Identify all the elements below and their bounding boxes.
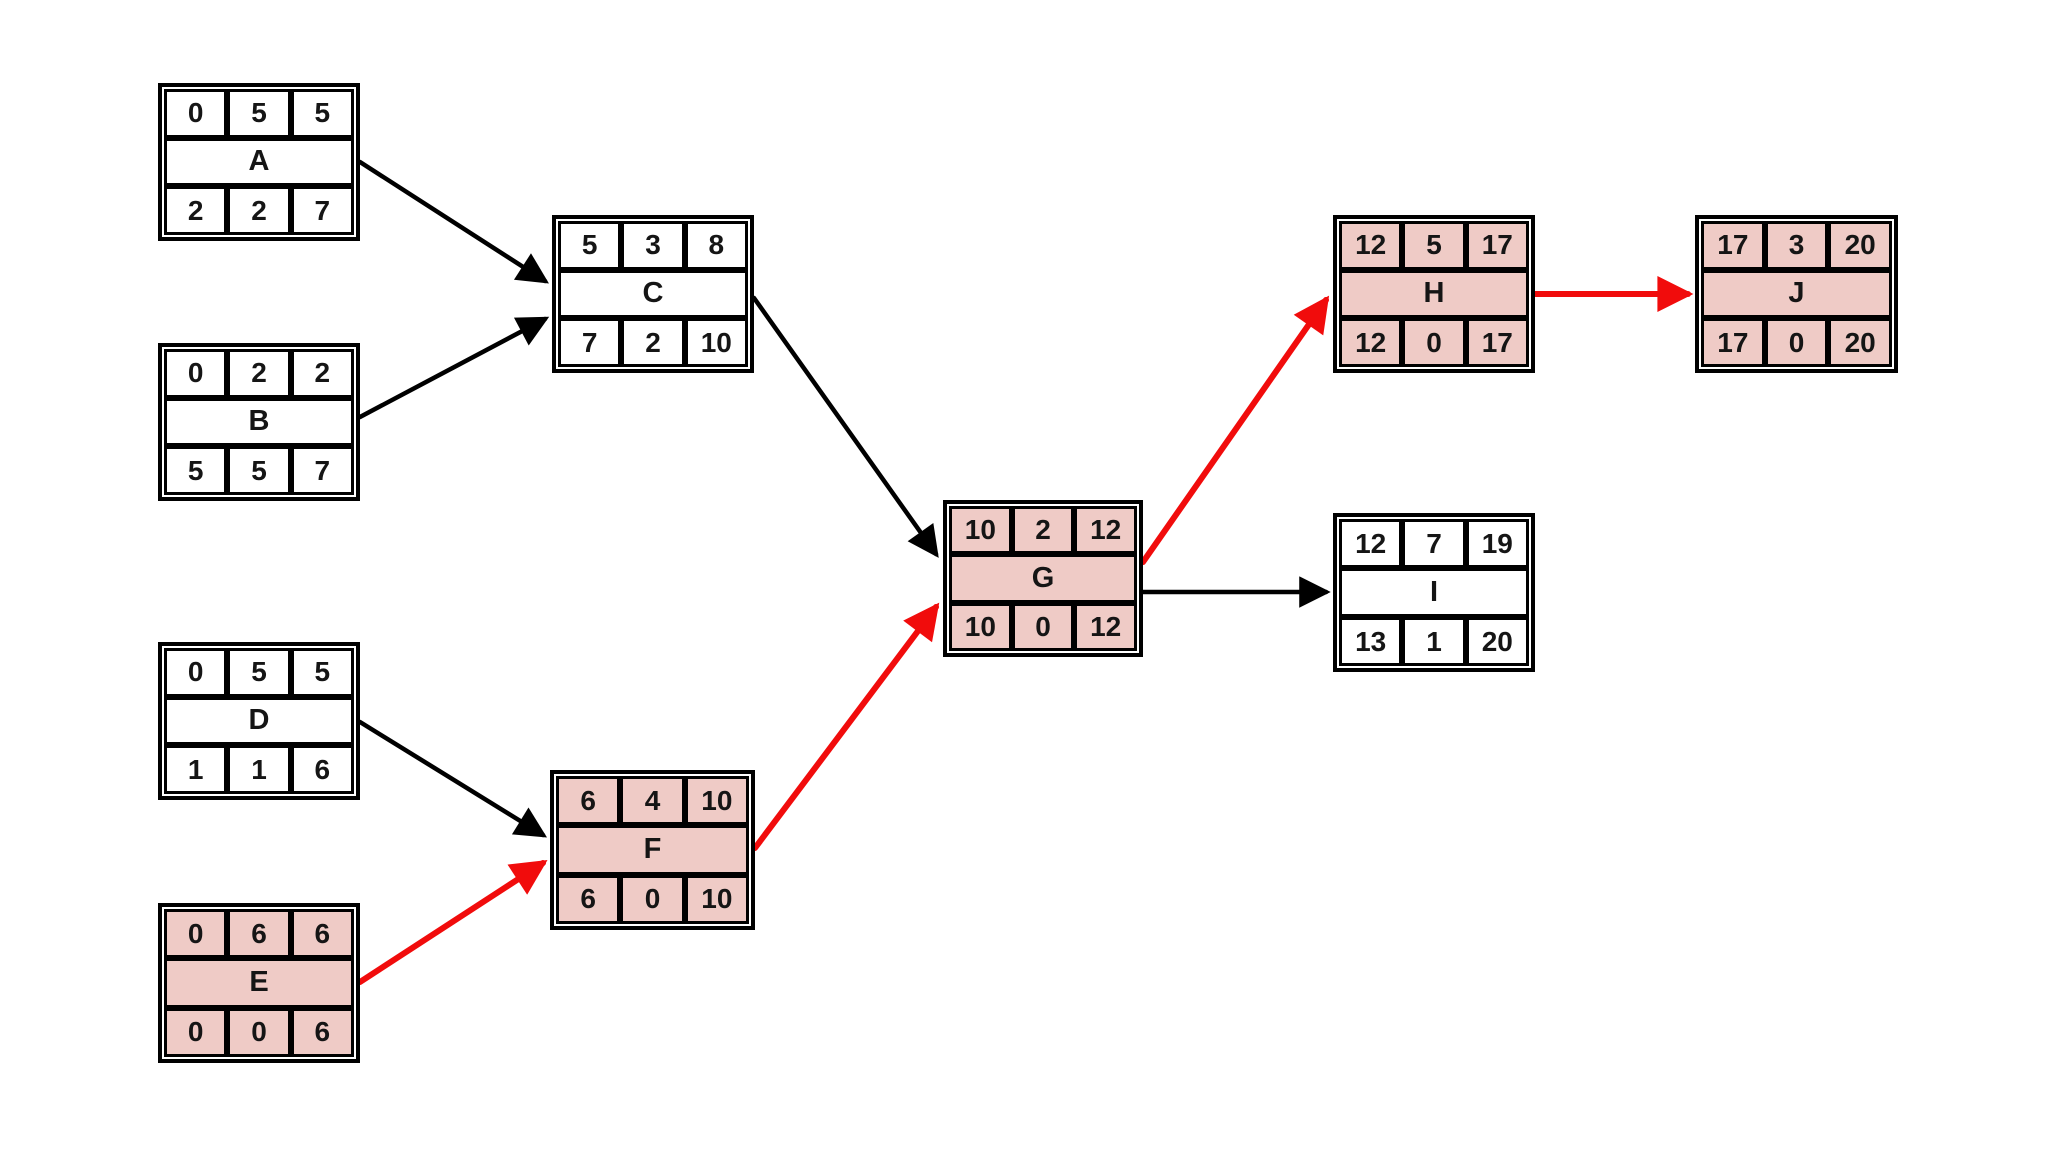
node-H-early-start-cell: 12 bbox=[1339, 221, 1403, 270]
edge-B-C-arrow bbox=[357, 316, 550, 420]
node-A-early-finish-cell: 5 bbox=[290, 89, 354, 138]
node-A-slack-cell: 2 bbox=[227, 186, 291, 235]
node-C-early-start-cell: 5 bbox=[558, 221, 622, 270]
node-E-late-start-cell: 0 bbox=[164, 1007, 228, 1057]
node-G-slack-cell: 0 bbox=[1011, 602, 1075, 651]
node-J-slack-cell: 0 bbox=[1764, 318, 1829, 367]
node-D-early-start-cell: 0 bbox=[164, 648, 228, 697]
node-D-duration-cell: 5 bbox=[227, 648, 291, 697]
node-J-early-start-cell: 17 bbox=[1701, 221, 1765, 270]
node-C-duration-cell: 3 bbox=[621, 221, 685, 270]
node-G-late-start-cell: 10 bbox=[949, 602, 1012, 651]
node-I-late-start-cell: 13 bbox=[1339, 617, 1403, 666]
node-E-duration-cell: 6 bbox=[227, 909, 291, 959]
node-H-activity-label: H bbox=[1339, 269, 1529, 319]
node-H-duration-cell: 5 bbox=[1402, 221, 1466, 270]
node-G-early-finish-cell: 12 bbox=[1074, 506, 1137, 555]
node-I-duration-cell: 7 bbox=[1402, 519, 1466, 568]
node-J-early-finish-cell: 20 bbox=[1828, 221, 1892, 270]
node-J-activity-label: J bbox=[1701, 269, 1892, 319]
node-H-late-start-cell: 12 bbox=[1339, 318, 1403, 367]
edge-C-G-arrow bbox=[751, 295, 939, 558]
node-C-early-finish-cell: 8 bbox=[684, 221, 748, 270]
node-F-early-start-cell: 6 bbox=[556, 776, 621, 826]
node-G-activity-label: G bbox=[949, 554, 1137, 603]
node-B-late-start-cell: 5 bbox=[164, 446, 228, 495]
edge-E-F-critical-arrow bbox=[357, 860, 548, 985]
node-G-late-finish-cell: 12 bbox=[1074, 602, 1137, 651]
node-I-activity-label: I bbox=[1339, 568, 1529, 617]
node-D-early-finish-cell: 5 bbox=[290, 648, 354, 697]
node-A-early-start-cell: 0 bbox=[164, 89, 228, 138]
node-C-slack-cell: 2 bbox=[621, 318, 685, 367]
node-D-late-finish-cell: 6 bbox=[290, 745, 354, 794]
node-A-activity-label: A bbox=[164, 137, 354, 187]
node-G-early-start-cell: 10 bbox=[949, 506, 1012, 555]
node-H-late-finish-cell: 17 bbox=[1465, 318, 1529, 367]
node-J-late-finish-cell: 20 bbox=[1828, 318, 1892, 367]
node-A-late-start-cell: 2 bbox=[164, 186, 228, 235]
node-A-late-finish-cell: 7 bbox=[290, 186, 354, 235]
node-F-activity-label: F bbox=[556, 825, 749, 875]
node-J-late-start-cell: 17 bbox=[1701, 318, 1765, 367]
node-D-late-start-cell: 1 bbox=[164, 745, 228, 794]
node-H-slack-cell: 0 bbox=[1402, 318, 1466, 367]
edge-G-H-critical-arrow bbox=[1140, 295, 1330, 565]
node-F-early-finish-cell: 10 bbox=[684, 776, 749, 826]
node-G-duration-cell: 2 bbox=[1011, 506, 1075, 555]
node-I-slack-cell: 1 bbox=[1402, 617, 1466, 666]
node-F-late-start-cell: 6 bbox=[556, 874, 621, 924]
edge-F-G-critical-arrow bbox=[752, 602, 940, 851]
edge-D-F-arrow bbox=[357, 719, 548, 838]
node-F-duration-cell: 4 bbox=[620, 776, 685, 826]
node-C-activity-label: C bbox=[558, 269, 748, 319]
node-H-early-finish-cell: 17 bbox=[1465, 221, 1529, 270]
node-A-duration-cell: 5 bbox=[227, 89, 291, 138]
node-C-late-finish-cell: 10 bbox=[684, 318, 748, 367]
node-F-slack-cell: 0 bbox=[620, 874, 685, 924]
node-D-slack-cell: 1 bbox=[227, 745, 291, 794]
node-B-early-finish-cell: 2 bbox=[290, 349, 354, 398]
node-E-late-finish-cell: 6 bbox=[290, 1007, 354, 1057]
node-C-late-start-cell: 7 bbox=[558, 318, 622, 367]
node-I-late-finish-cell: 20 bbox=[1465, 617, 1529, 666]
node-F-late-finish-cell: 10 bbox=[684, 874, 749, 924]
edge-A-C-arrow bbox=[357, 159, 549, 284]
node-B-early-start-cell: 0 bbox=[164, 349, 228, 398]
node-E-activity-label: E bbox=[164, 958, 354, 1008]
node-E-early-finish-cell: 6 bbox=[290, 909, 354, 959]
node-D-activity-label: D bbox=[164, 696, 354, 746]
node-I-early-start-cell: 12 bbox=[1339, 519, 1403, 568]
node-E-slack-cell: 0 bbox=[227, 1007, 291, 1057]
node-B-duration-cell: 2 bbox=[227, 349, 291, 398]
node-B-activity-label: B bbox=[164, 397, 354, 447]
node-B-late-finish-cell: 7 bbox=[290, 446, 354, 495]
node-B-slack-cell: 5 bbox=[227, 446, 291, 495]
node-E-early-start-cell: 0 bbox=[164, 909, 228, 959]
node-I-early-finish-cell: 19 bbox=[1465, 519, 1529, 568]
node-J-duration-cell: 3 bbox=[1764, 221, 1829, 270]
